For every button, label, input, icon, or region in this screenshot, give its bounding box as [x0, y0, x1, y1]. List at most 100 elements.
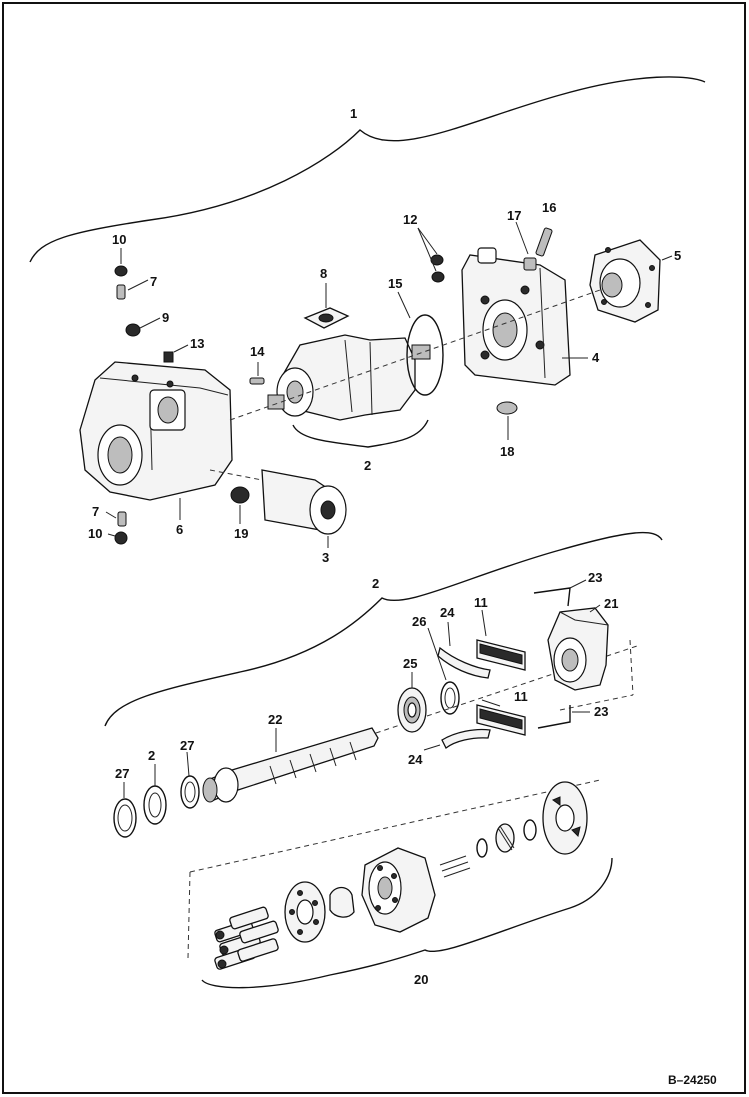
bearing-part-25	[397, 687, 427, 733]
dashline-mid-c	[559, 694, 634, 711]
screws-part-12	[430, 254, 445, 283]
callout-13: 13	[190, 336, 204, 351]
callout-11-top: 11	[474, 595, 488, 610]
oring-part-15	[406, 314, 444, 396]
leader-15	[397, 291, 411, 319]
callout-14: 14	[250, 344, 265, 359]
plug-part-19	[230, 486, 250, 504]
endcap-part-4	[461, 247, 571, 386]
retainer-plate	[284, 881, 326, 943]
plug-part-10-top	[114, 265, 128, 277]
cover-part-5	[589, 239, 661, 323]
plug-part-9	[125, 323, 141, 337]
dashline-upper-a	[229, 289, 601, 421]
callout-11-bottom: 11	[514, 689, 528, 704]
callout-21: 21	[604, 596, 618, 611]
plug-part-10-bottom	[114, 531, 128, 545]
callout-10-bottom: 10	[88, 526, 102, 541]
callout-5: 5	[674, 248, 681, 263]
callout-8: 8	[320, 266, 327, 281]
callout-27-left: 27	[115, 766, 129, 781]
ring-part-27-c	[113, 798, 137, 838]
callout-4: 4	[592, 350, 600, 365]
brace-2-upper	[292, 419, 429, 448]
plug-part-13	[163, 351, 174, 363]
spring-pins	[439, 819, 537, 878]
callout-24-bottom: 24	[408, 752, 423, 767]
callout-2-lower: 2	[372, 576, 379, 591]
pin-part-14	[249, 377, 265, 385]
ring-part-27-b	[143, 785, 167, 825]
shaft-part-22	[202, 727, 379, 803]
callout-15: 15	[388, 276, 402, 291]
bearing-part-11-top	[476, 639, 526, 671]
bearing-part-11-bottom	[476, 704, 526, 736]
orifice-part-7-bottom	[117, 511, 127, 527]
dashline-lower-a	[189, 779, 601, 873]
brace-2-lower	[104, 531, 663, 727]
dashline-lower-b	[187, 871, 191, 959]
leader-26	[427, 627, 447, 681]
callout-1: 1	[350, 106, 357, 121]
callout-23-bottom: 23	[594, 704, 608, 719]
ball-guide	[329, 886, 355, 918]
callout-17: 17	[507, 208, 521, 223]
leader-11-top	[481, 609, 487, 637]
leader-10-bottom	[107, 533, 116, 537]
callout-27-a: 2	[148, 748, 155, 763]
leader-13	[173, 344, 189, 353]
leader-11-bottom	[481, 699, 501, 707]
callout-27-b: 27	[180, 738, 194, 753]
callout-24-top: 24	[440, 605, 455, 620]
leader-21	[589, 604, 601, 613]
leader-7-bottom	[105, 511, 117, 519]
fitting-part-18	[496, 401, 518, 415]
rotating-group-2-upper	[267, 334, 431, 421]
callout-7-top: 7	[150, 274, 157, 289]
block-part-8	[303, 307, 350, 329]
ring-part-26	[440, 681, 460, 715]
callout-16: 16	[542, 200, 556, 215]
shell-part-24-top	[437, 646, 491, 679]
callout-22: 22	[268, 712, 282, 727]
leader-5	[661, 255, 673, 261]
cylinder-part-3	[261, 469, 347, 535]
valve-part-17	[523, 257, 537, 271]
callout-6: 6	[176, 522, 183, 537]
leader-9	[139, 317, 161, 329]
callout-18: 18	[500, 444, 514, 459]
bolt-part-16	[535, 227, 553, 257]
leader-24-bottom	[423, 744, 441, 751]
leader-7-top	[127, 279, 149, 291]
orifice-part-7-top	[116, 284, 126, 300]
callout-9: 9	[162, 310, 169, 325]
callout-19: 19	[234, 526, 248, 541]
pin-part-23-top	[533, 587, 571, 607]
leader-23-top	[569, 579, 587, 589]
dashline-mid-b	[629, 639, 634, 696]
brace-1	[29, 76, 706, 263]
leader-12b	[417, 227, 437, 272]
pin-part-23-bottom	[537, 705, 571, 729]
piston-cluster	[214, 906, 279, 970]
callout-12: 12	[403, 212, 417, 227]
callout-20: 20	[414, 972, 428, 987]
figure-id: B–24250	[668, 1073, 717, 1087]
shell-part-24-bottom	[441, 728, 491, 749]
housing-part-6	[79, 361, 233, 501]
swivel-part-21	[547, 607, 609, 691]
callout-25: 25	[403, 656, 417, 671]
callout-26: 26	[412, 614, 426, 629]
leader-17	[515, 221, 529, 255]
valve-plate	[542, 781, 588, 855]
brace-20	[201, 857, 613, 989]
callout-7-bottom: 7	[92, 504, 99, 519]
leader-24-top	[447, 621, 451, 647]
callout-3: 3	[322, 550, 329, 565]
callout-2-upper: 2	[364, 458, 371, 473]
leader-27-b	[186, 751, 190, 777]
cylinder-block	[361, 847, 436, 933]
callout-10-top: 10	[112, 232, 126, 247]
